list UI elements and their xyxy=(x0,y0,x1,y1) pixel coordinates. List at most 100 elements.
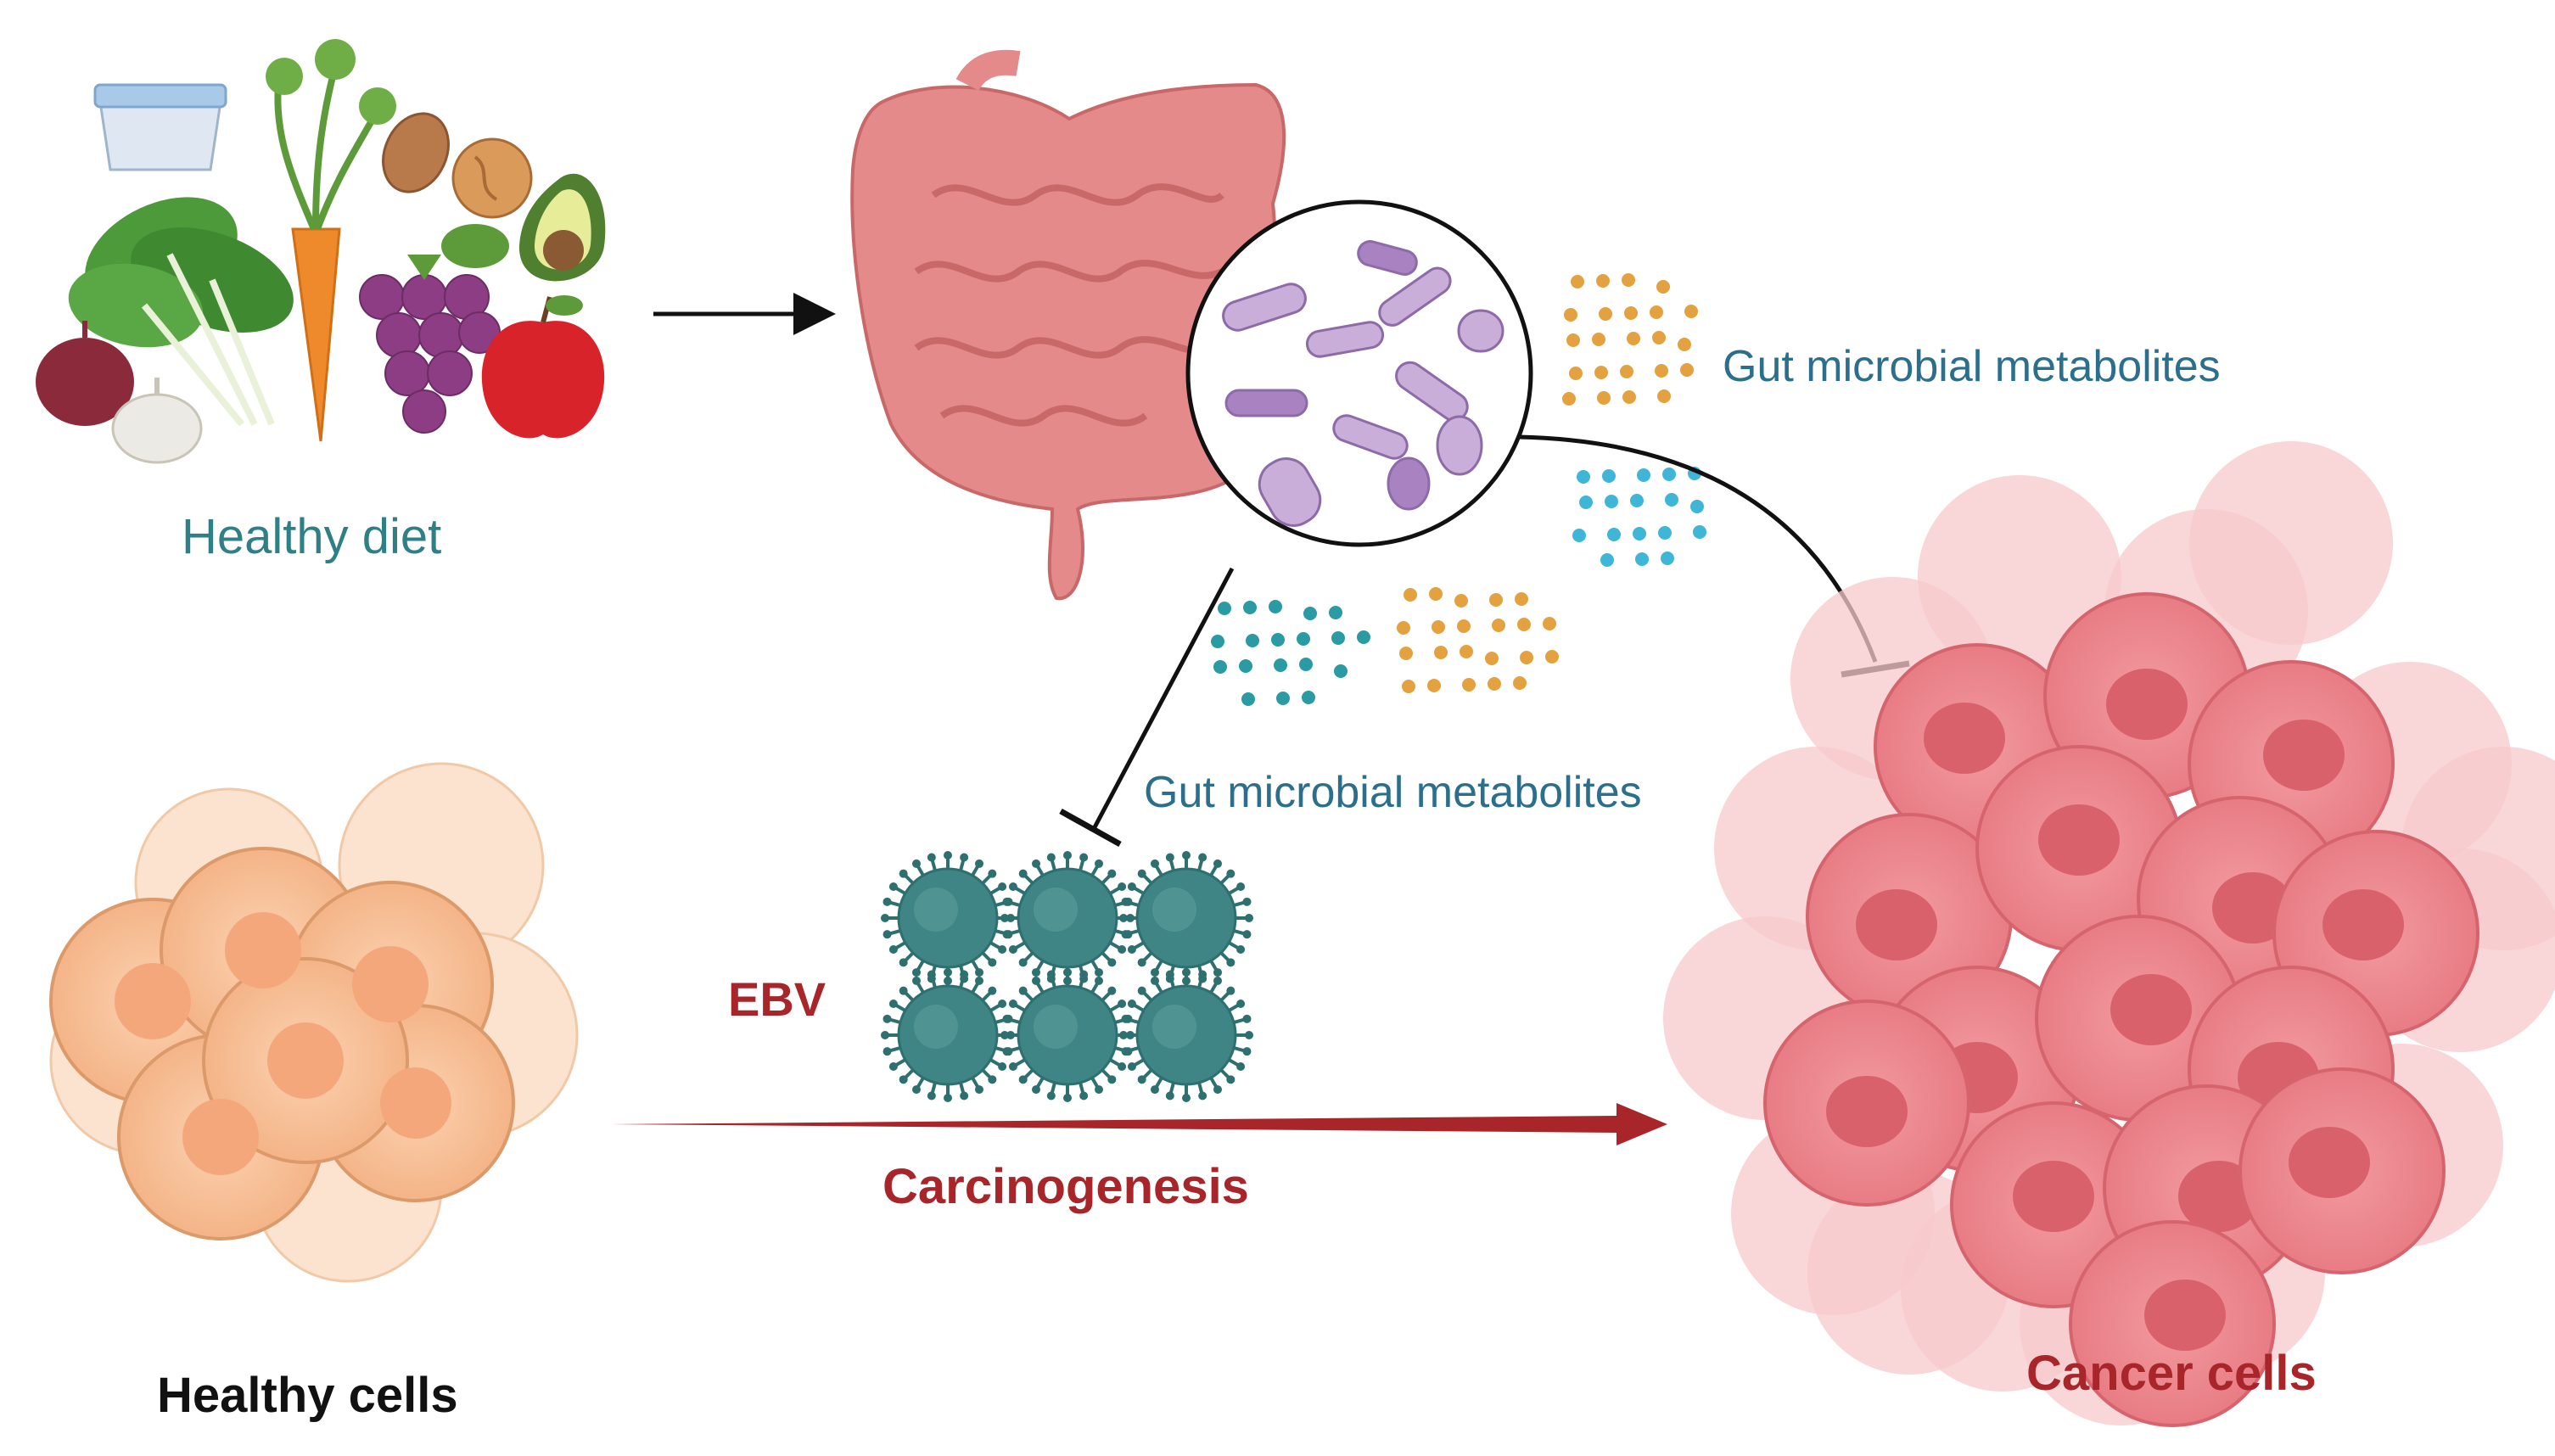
metabolite-dot xyxy=(1693,525,1706,539)
metabolite-dot xyxy=(1678,338,1691,351)
metabolite-dot xyxy=(1269,600,1282,613)
metabolite-dot xyxy=(1655,364,1668,378)
carcinogenesis-label: Carcinogenesis xyxy=(882,1159,1249,1214)
metabolite-dot xyxy=(1297,632,1310,646)
metabolite-dot xyxy=(1622,390,1636,404)
metabolite-dot xyxy=(1213,660,1227,674)
metabolite-dot xyxy=(1404,588,1417,602)
metabolite-dot xyxy=(1434,646,1448,659)
gut-metabolites-label-top: Gut microbial metabolites xyxy=(1723,342,2221,391)
metabolite-dot xyxy=(1572,529,1586,542)
healthy-cells-label: Healthy cells xyxy=(157,1368,458,1423)
spinach-icon xyxy=(68,197,294,427)
metabolite-dot xyxy=(1658,526,1672,540)
ebv-label: EBV xyxy=(728,972,826,1026)
cancer-cells-label: Cancer cells xyxy=(2026,1346,2317,1401)
metabolite-dot xyxy=(1211,635,1224,648)
metabolite-dot xyxy=(1579,496,1593,509)
metabolite-dot xyxy=(1599,307,1612,321)
metabolite-dot xyxy=(1397,621,1410,635)
metabolite-dot xyxy=(1276,692,1290,705)
metabolite-dot xyxy=(1600,553,1614,567)
avocado-icon xyxy=(518,173,606,282)
virus-particle xyxy=(1000,851,1135,985)
metabolite-dot xyxy=(1299,658,1313,671)
metabolite-dot xyxy=(1329,606,1342,619)
garlic-icon xyxy=(111,378,203,464)
metabolite-dot xyxy=(1637,468,1650,482)
metabolite-dot xyxy=(1657,389,1671,403)
metabolite-dot xyxy=(1656,280,1670,294)
intestine-icon xyxy=(850,49,1286,601)
metabolite-dot xyxy=(1457,619,1471,633)
metabolite-dot xyxy=(1402,680,1415,693)
metabolite-dot xyxy=(1274,658,1287,672)
metabolite-dot xyxy=(1303,607,1317,620)
metabolite-dot xyxy=(1661,552,1674,565)
metabolite-dot xyxy=(1635,552,1649,566)
metabolites-inhibit-ebv-line xyxy=(1092,567,1235,829)
metabolite-dot xyxy=(1571,275,1584,288)
metabolite-dot xyxy=(1607,528,1621,541)
virus-particle xyxy=(881,968,1015,1102)
apple-icon xyxy=(481,295,605,439)
cancer-cell xyxy=(2238,1067,2446,1274)
metabolite-dot xyxy=(1622,273,1635,287)
metabolite-dot xyxy=(1241,692,1255,706)
metabolite-dot xyxy=(1597,391,1611,405)
carcinogenesis-arrow xyxy=(611,1103,1667,1145)
virus-particle xyxy=(1119,968,1253,1102)
onion-icon xyxy=(36,321,134,426)
metabolite-dot xyxy=(1650,305,1663,319)
healthy-diet-label: Healthy diet xyxy=(182,509,442,564)
metabolite-dot xyxy=(1271,633,1285,647)
metabolite-dot xyxy=(1684,305,1698,318)
almond-icon xyxy=(382,112,450,193)
cancer-cell xyxy=(1975,745,2182,952)
metabolite-dot xyxy=(1592,333,1605,346)
cancer-cell xyxy=(2069,1220,2276,1427)
metabolite-dot xyxy=(1239,659,1252,673)
metabolite-dot xyxy=(1680,363,1694,377)
metabolite-dot xyxy=(1454,594,1468,608)
metabolite-dot xyxy=(1545,650,1559,664)
metabolite-dot xyxy=(1665,493,1678,507)
metabolite-dot xyxy=(1302,691,1315,704)
metabolite-dot xyxy=(1566,333,1580,347)
metabolite-dots xyxy=(1211,273,1706,706)
metabolite-dot xyxy=(1492,619,1505,632)
ebv-inhibition-bar xyxy=(1059,808,1122,848)
metabolite-dot xyxy=(1429,587,1443,601)
walnut-icon xyxy=(451,137,533,219)
metabolite-dot xyxy=(1246,634,1259,647)
microbiome-magnifier-icon xyxy=(1185,199,1533,547)
metabolite-dot xyxy=(1633,527,1646,540)
ebv-virus-icon xyxy=(881,851,1253,1102)
metabolite-dot xyxy=(1462,678,1476,692)
metabolite-dot xyxy=(1243,601,1257,614)
metabolite-dot xyxy=(1605,495,1618,508)
metabolite-dot xyxy=(1488,677,1501,691)
metabolite-dot xyxy=(1620,365,1633,378)
grapes-icon xyxy=(359,224,509,434)
metabolite-dot xyxy=(1562,392,1576,406)
metabolite-dot xyxy=(1594,366,1608,379)
metabolite-dot xyxy=(1432,620,1445,634)
metabolite-dot xyxy=(1485,652,1499,665)
metabolite-dot xyxy=(1520,651,1533,664)
metabolite-dot xyxy=(1602,469,1616,483)
metabolite-dot xyxy=(1357,630,1370,644)
metabolite-dot xyxy=(1652,331,1666,344)
metabolite-dot xyxy=(1596,274,1610,288)
metabolite-dot xyxy=(1515,592,1528,606)
cancer-cell xyxy=(1763,1000,1970,1207)
virus-particle xyxy=(881,851,1015,985)
yogurt-icon xyxy=(93,83,227,171)
metabolite-dot xyxy=(1513,676,1527,690)
metabolite-dot xyxy=(1489,593,1503,607)
metabolite-dot xyxy=(1218,602,1231,615)
metabolite-dot xyxy=(1690,500,1704,513)
metabolite-dot xyxy=(1543,617,1556,630)
